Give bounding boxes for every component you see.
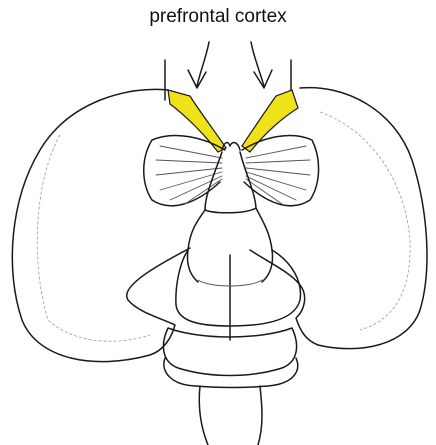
- left-hemisphere-inner-contour: [37, 135, 150, 341]
- left-hemisphere: [12, 89, 190, 361]
- midbrain: [176, 250, 301, 326]
- right-pointer-arrow: [251, 42, 272, 88]
- central-divider: [205, 208, 256, 213]
- left-lobe-striations: [156, 146, 222, 204]
- right-hemisphere-inner-contour: [320, 112, 410, 330]
- cerebellum-lower-band: [164, 358, 298, 388]
- central-stem-upper-right: [240, 152, 273, 282]
- right-lobe-striations: [246, 146, 310, 204]
- left-pointer-arrow: [188, 42, 209, 88]
- brainstem-right: [258, 386, 262, 445]
- left-prefrontal-cortex: [168, 90, 226, 152]
- right-hemisphere: [250, 88, 427, 349]
- brainstem-left: [199, 386, 208, 445]
- right-prefrontal-cortex: [242, 90, 298, 152]
